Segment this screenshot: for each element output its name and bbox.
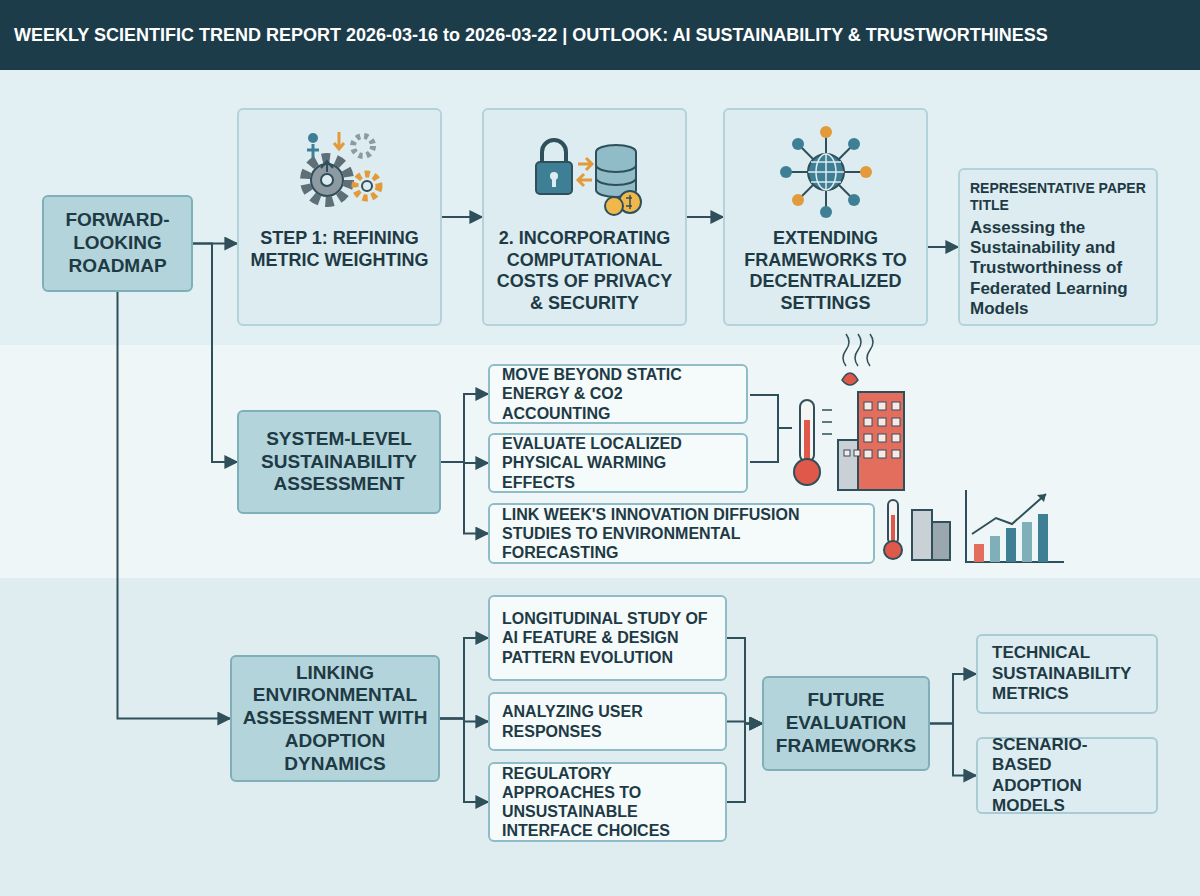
connector-arrow xyxy=(727,638,762,724)
item-box: LONGITUDINAL STUDY OF AI FEATURE & DESIG… xyxy=(488,595,727,681)
box-label: EVALUATE LOCALIZED PHYSICAL WARMING EFFE… xyxy=(502,434,734,492)
connector-arrow xyxy=(118,292,231,719)
connector-arrow xyxy=(727,724,762,803)
bracket-line xyxy=(750,395,792,462)
connector-arrow xyxy=(440,638,488,719)
box-label: REGULATORY APPROACHES TO UNSUSTAINABLE I… xyxy=(502,764,713,841)
item-box: LINK WEEK'S INNOVATION DIFFUSION STUDIES… xyxy=(488,503,875,564)
privacy-cost-icon xyxy=(520,124,650,220)
box-label: TECHNICAL SUSTAINABILITY METRICS xyxy=(992,643,1142,704)
box-label: STEP 1: REFINING METRIC WEIGHTING xyxy=(247,228,432,271)
item-box: ANALYZING USER RESPONSES xyxy=(488,692,727,751)
box-label: 2. INCORPORATING COMPUTATIONAL COSTS OF … xyxy=(492,228,677,314)
item-box: EVALUATE LOCALIZED PHYSICAL WARMING EFFE… xyxy=(488,433,748,493)
box-heading: REPRESENTATIVE PAPER TITLE xyxy=(970,180,1146,214)
connector-arrow xyxy=(930,674,976,724)
connector-arrow xyxy=(441,394,488,462)
box-label: LINK WEEK'S INNOVATION DIFFUSION STUDIES… xyxy=(502,505,861,563)
step-box: EXTENDING FRAMEWORKS TO DECENTRALIZED SE… xyxy=(723,108,928,326)
hub-box: FUTURE EVALUATION FRAMEWORKS xyxy=(762,676,930,771)
connector-arrow xyxy=(440,719,488,803)
gears-icon xyxy=(275,124,405,220)
item-box: REGULATORY APPROACHES TO UNSUSTAINABLE I… xyxy=(488,762,727,842)
box-label: SCENARIO-BASED ADOPTION MODELS xyxy=(992,735,1142,817)
hub-box: FORWARD-LOOKING ROADMAP xyxy=(42,195,193,292)
item-box: MOVE BEYOND STATIC ENERGY & CO2 ACCOUNTI… xyxy=(488,364,748,424)
box-label: FORWARD-LOOKING ROADMAP xyxy=(52,209,183,277)
step-box: 2. INCORPORATING COMPUTATIONAL COSTS OF … xyxy=(482,108,687,326)
output-box: SCENARIO-BASED ADOPTION MODELS xyxy=(976,737,1158,814)
box-label: EXTENDING FRAMEWORKS TO DECENTRALIZED SE… xyxy=(733,228,918,314)
output-box: TECHNICAL SUSTAINABILITY METRICS xyxy=(976,634,1158,714)
connector-arrow xyxy=(930,724,976,776)
thermometer-buildings xyxy=(794,334,904,490)
network-globe-icon xyxy=(761,124,891,220)
forecast-chart xyxy=(884,490,1064,562)
connector-arrow xyxy=(928,246,958,248)
paper-box: REPRESENTATIVE PAPER TITLE Assessing the … xyxy=(958,168,1158,326)
bracket xyxy=(750,395,792,462)
box-label: LONGITUDINAL STUDY OF AI FEATURE & DESIG… xyxy=(502,609,713,667)
connector-arrow xyxy=(442,216,482,218)
hub-box: LINKING ENVIRONMENTAL ASSESSMENT WITH AD… xyxy=(230,655,440,782)
box-label: Assessing the Sustainability and Trustwo… xyxy=(970,218,1146,320)
box-label: LINKING ENVIRONMENTAL ASSESSMENT WITH AD… xyxy=(240,662,430,776)
box-label: SYSTEM-LEVEL SUSTAINABILITY ASSESSMENT xyxy=(247,428,431,496)
box-label: ANALYZING USER RESPONSES xyxy=(502,702,713,740)
step-box: STEP 1: REFINING METRIC WEIGHTING xyxy=(237,108,442,326)
box-label: FUTURE EVALUATION FRAMEWORKS xyxy=(772,689,920,757)
hub-box: SYSTEM-LEVEL SUSTAINABILITY ASSESSMENT xyxy=(237,410,441,514)
title: WEEKLY SCIENTIFIC TREND REPORT 2026-03-1… xyxy=(0,25,1048,46)
box-label: MOVE BEYOND STATIC ENERGY & CO2 ACCOUNTI… xyxy=(502,365,734,423)
connector-arrow xyxy=(441,462,488,534)
connector-arrow xyxy=(687,216,723,218)
title-bar: WEEKLY SCIENTIFIC TREND REPORT 2026-03-1… xyxy=(0,0,1200,70)
connector-arrow xyxy=(193,244,237,463)
